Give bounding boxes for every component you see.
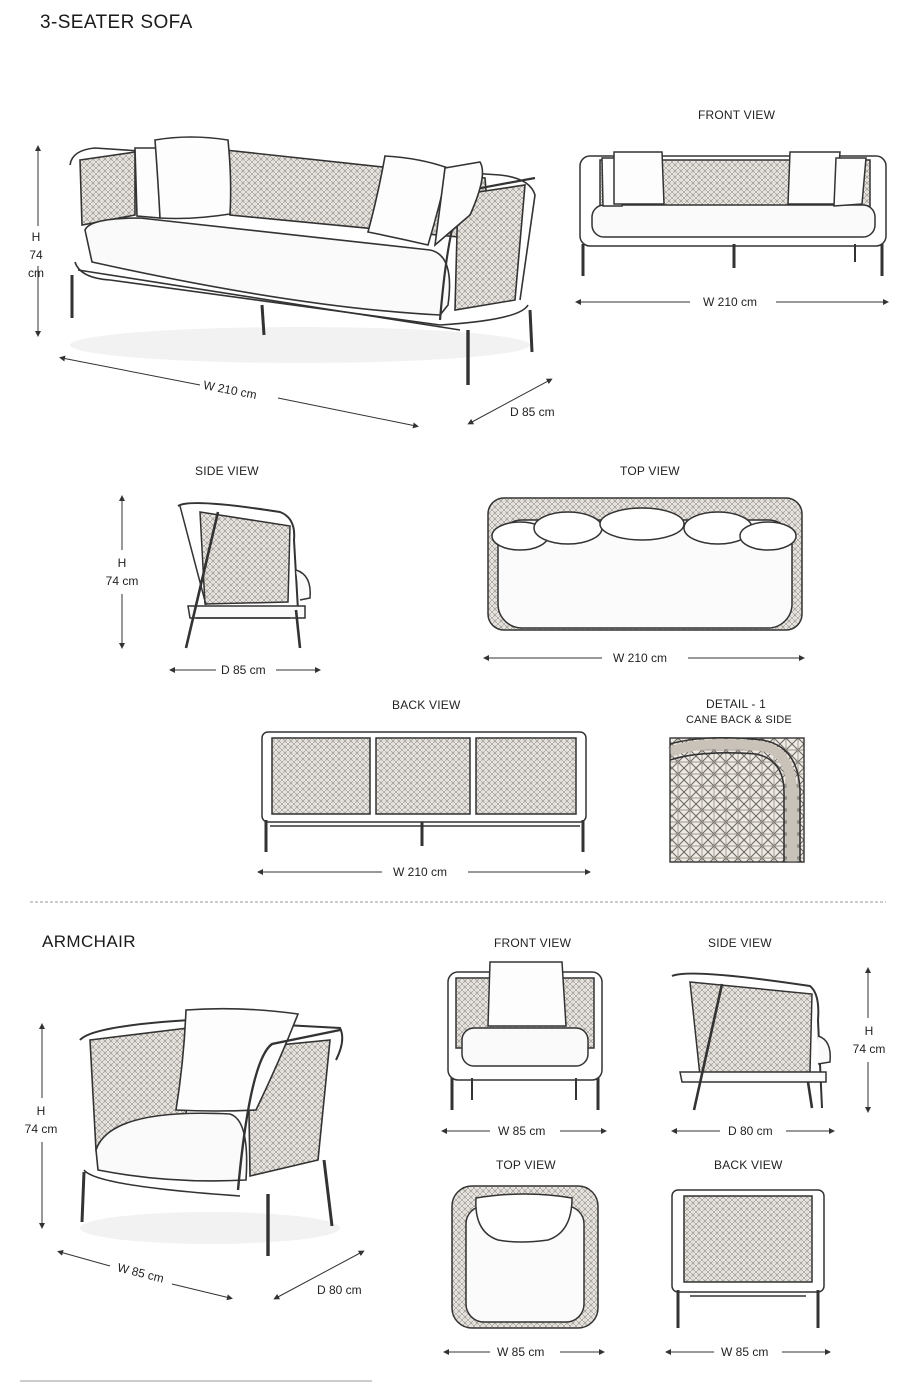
- sofa-side-depth-label: D 85 cm: [218, 663, 269, 677]
- armchair-front-view-drawing: [447, 961, 603, 1110]
- sofa-side-view-drawing: [177, 502, 311, 649]
- armchair-back-width-label: W 85 cm: [718, 1345, 772, 1359]
- sofa-perspective-drawing: [69, 136, 536, 385]
- height-letter: H: [864, 1024, 874, 1038]
- sofa-persp-depth-label: D 85 cm: [507, 405, 558, 419]
- sofa-back-width-label: W 210 cm: [390, 865, 451, 879]
- armchair-persp-height-label: H 74 cm: [20, 1102, 62, 1138]
- armchair-persp-depth-label: D 80 cm: [314, 1283, 365, 1297]
- sofa-top-view-title: TOP VIEW: [620, 464, 680, 478]
- sofa-side-view-title: SIDE VIEW: [195, 464, 259, 478]
- armchair-section-title: ARMCHAIR: [42, 932, 136, 951]
- sofa-top-width-label: W 210 cm: [610, 651, 671, 665]
- detail-title: DETAIL - 1: [706, 697, 767, 711]
- sofa-section-title: 3-SEATER SOFA: [40, 12, 193, 33]
- armchair-top-width-label: W 85 cm: [494, 1345, 548, 1359]
- sofa-front-view-drawing: [579, 151, 887, 276]
- armchair-top-view-drawing: [451, 1185, 599, 1329]
- armchair-side-depth-label: D 80 cm: [725, 1124, 776, 1138]
- sofa-front-width-label: W 210 cm: [700, 295, 761, 309]
- height-letter: H: [36, 1104, 46, 1118]
- sofa-back-view-title: BACK VIEW: [392, 698, 461, 712]
- height-value: 74 cm: [105, 574, 139, 588]
- sofa-persp-depth-dim: [467, 378, 553, 425]
- armchair-back-view-title: BACK VIEW: [714, 1158, 783, 1172]
- height-letter: H: [117, 556, 127, 570]
- sofa-persp-height-label: H 74 cm: [20, 228, 52, 282]
- armchair-perspective-drawing: [79, 1007, 344, 1256]
- armchair-top-view-title: TOP VIEW: [496, 1158, 556, 1172]
- armchair-side-view-title: SIDE VIEW: [708, 936, 772, 950]
- sofa-side-height-label: H 74 cm: [102, 554, 142, 590]
- armchair-back-view-drawing: [671, 1189, 825, 1328]
- armchair-side-height-label: H 74 cm: [848, 1022, 890, 1058]
- sofa-top-view-drawing: [487, 497, 803, 631]
- armchair-front-view-title: FRONT VIEW: [494, 936, 572, 950]
- sofa-back-view-drawing: [261, 731, 587, 852]
- armchair-side-view-drawing: [671, 972, 831, 1111]
- armchair-front-width-label: W 85 cm: [495, 1124, 549, 1138]
- sofa-persp-width-dim: [59, 355, 419, 429]
- armchair-persp-width-dim: [57, 1249, 233, 1301]
- height-value: 74 cm: [28, 248, 44, 280]
- sofa-front-view-title: FRONT VIEW: [698, 108, 776, 122]
- height-value: 74 cm: [852, 1042, 886, 1056]
- cane-detail-drawing: [668, 736, 805, 863]
- height-letter: H: [31, 230, 41, 244]
- height-value: 74 cm: [24, 1122, 58, 1136]
- armchair-persp-depth-dim: [273, 1250, 365, 1300]
- detail-subtitle: CANE BACK & SIDE: [686, 714, 792, 726]
